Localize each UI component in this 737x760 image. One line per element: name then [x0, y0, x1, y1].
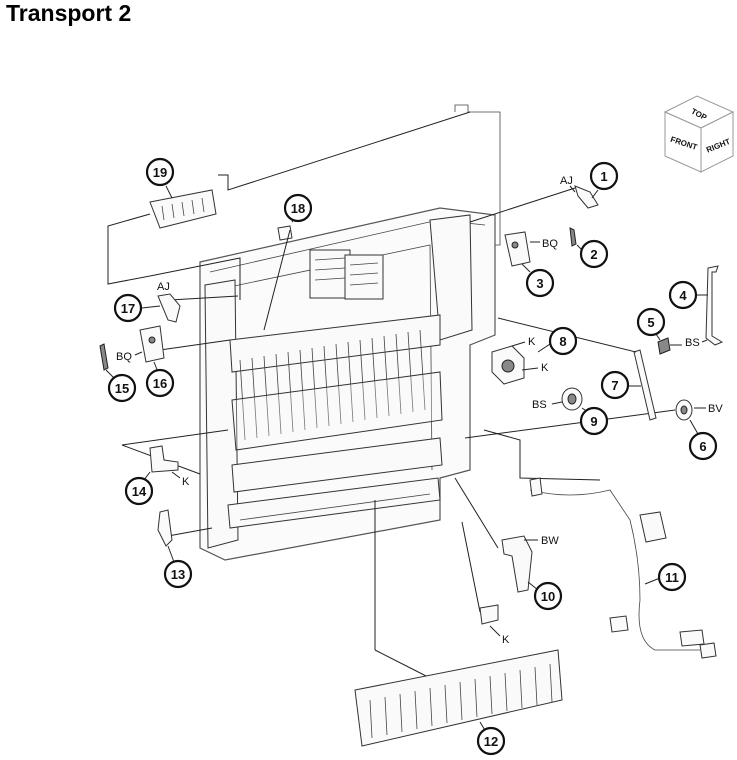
code-bv-6: BV	[708, 403, 723, 415]
callout-8: 8	[537, 326, 578, 356]
svg-text:11: 11	[665, 570, 679, 585]
callout-2: 2	[576, 239, 609, 269]
svg-text:13: 13	[171, 567, 185, 582]
svg-text:9: 9	[590, 414, 597, 429]
code-k-8a: K	[528, 336, 536, 348]
transport-frame	[199, 104, 501, 561]
svg-text:12: 12	[484, 734, 498, 749]
code-bq-3: BQ	[542, 238, 558, 250]
code-k-lower: K	[502, 634, 510, 646]
part-6-roller: BV	[464, 399, 723, 439]
part-17-shaft-arm: AJ	[157, 281, 239, 323]
svg-text:19: 19	[153, 165, 167, 180]
callout-1: 1	[589, 161, 619, 199]
svg-text:18: 18	[291, 201, 305, 216]
part-2-spring	[569, 227, 577, 247]
page-title: Transport 2	[6, 0, 132, 26]
svg-text:17: 17	[121, 301, 135, 316]
callout-13: 13	[163, 545, 193, 589]
callout-17: 17	[113, 293, 161, 323]
svg-text:16: 16	[153, 376, 167, 391]
part-14-bracket: K	[121, 429, 229, 488]
svg-text:15: 15	[115, 381, 129, 396]
callout-15: 15	[105, 369, 137, 403]
callout-16: 16	[145, 361, 175, 398]
svg-text:8: 8	[559, 334, 566, 349]
svg-text:2: 2	[590, 247, 597, 262]
bracket-k-lower: K	[461, 521, 510, 646]
part-15-spring	[99, 343, 109, 371]
svg-text:6: 6	[699, 439, 706, 454]
svg-text:5: 5	[647, 315, 654, 330]
callout-12: 12	[476, 721, 506, 756]
callout-19: 19	[145, 157, 175, 199]
part-10-lever: BW	[454, 477, 559, 593]
part-3-bracket: BQ	[504, 231, 558, 267]
callout-14: 14	[124, 471, 154, 506]
code-k-14: K	[182, 476, 190, 488]
part-13-sensor	[157, 509, 213, 547]
callout-11: 11	[644, 562, 687, 592]
callout-5: 5	[636, 307, 666, 341]
callout-4: 4	[668, 280, 708, 310]
part-1-shaft-arm: AJ	[469, 175, 599, 223]
part-19-cable-guide	[107, 111, 471, 300]
code-bw-10: BW	[541, 535, 559, 547]
callout-9: 9	[579, 406, 609, 436]
part-11-harness	[483, 429, 717, 659]
svg-text:1: 1	[600, 169, 607, 184]
callout-18: 18	[283, 193, 313, 223]
code-bs-9: BS	[532, 399, 547, 411]
part-4-rod: BS	[685, 265, 724, 349]
callout-7: 7	[600, 370, 641, 400]
callout-6: 6	[688, 419, 718, 461]
part-12-exit-guide	[354, 500, 563, 747]
part-5-clip	[657, 337, 682, 355]
code-bs-4: BS	[685, 337, 700, 349]
part-9-gear: BS	[532, 387, 583, 411]
code-aj-17: AJ	[157, 281, 170, 293]
callout-10: 10	[527, 581, 563, 611]
part-16-bracket: BQ	[116, 325, 231, 363]
svg-text:7: 7	[611, 378, 618, 393]
code-aj-1: AJ	[560, 175, 573, 187]
svg-text:3: 3	[536, 276, 543, 291]
code-k-8b: K	[541, 362, 549, 374]
part-18-roller	[263, 225, 293, 331]
svg-text:14: 14	[132, 484, 147, 499]
svg-text:10: 10	[541, 589, 555, 604]
part-8-motor: K K	[491, 336, 549, 385]
callout-3: 3	[521, 263, 555, 298]
code-bq-16: BQ	[116, 351, 132, 363]
orientation-cube: TOP FRONT RIGHT	[663, 95, 735, 173]
svg-text:4: 4	[679, 288, 687, 303]
